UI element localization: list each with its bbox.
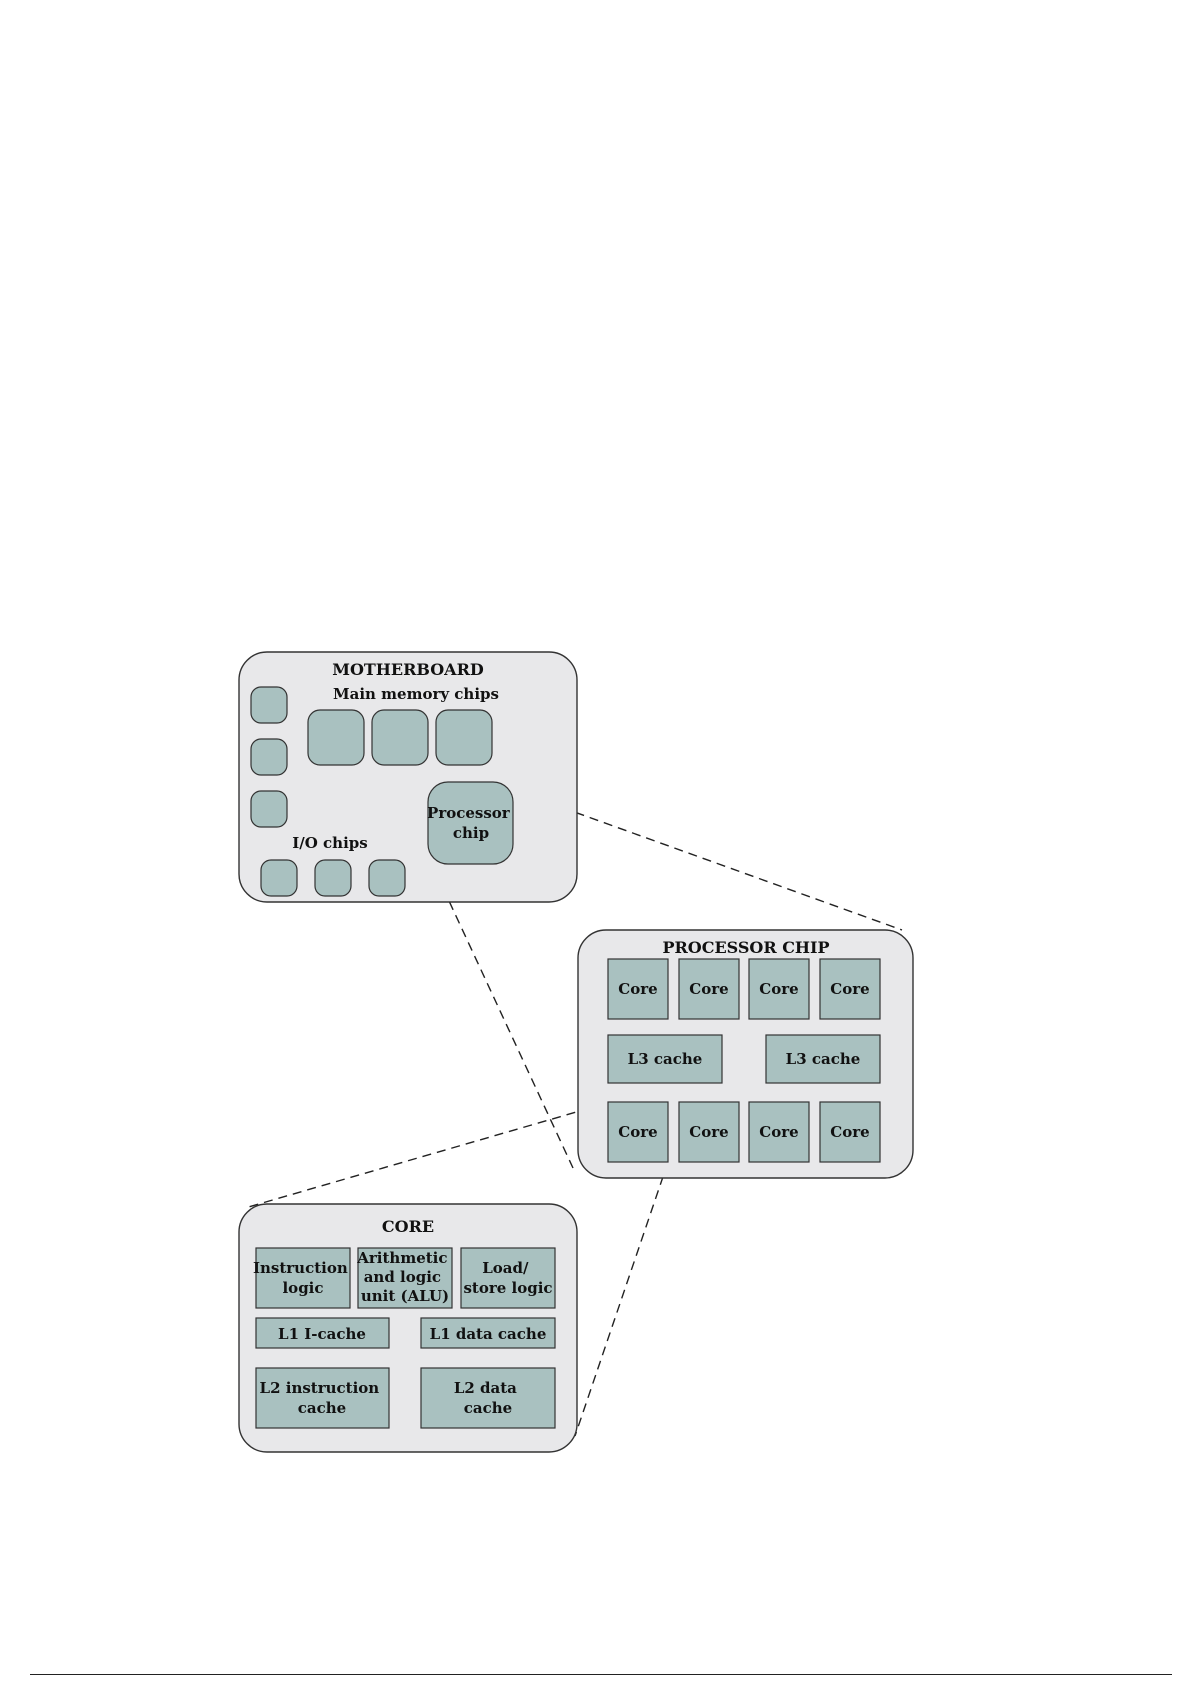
l2-icache-box	[256, 1368, 389, 1428]
io-chips-label: I/O chips	[292, 834, 367, 852]
core-label: Core	[830, 1123, 869, 1141]
io-chip-3	[369, 860, 405, 896]
l2-dcache-box	[421, 1368, 555, 1428]
core-panel: CORE Instruction logic Arithmetic and lo…	[239, 1204, 577, 1452]
core-label: Core	[830, 980, 869, 998]
core-label: Core	[689, 980, 728, 998]
side-chip-1	[251, 687, 287, 723]
core-label: Core	[689, 1123, 728, 1141]
main-memory-label: Main memory chips	[333, 685, 499, 703]
l1-dcache-label: L1 data cache	[430, 1325, 547, 1343]
page-bottom-rule	[30, 1674, 1172, 1675]
io-chip-2	[315, 860, 351, 896]
l3-cache-label: L3 cache	[786, 1050, 861, 1068]
side-chip-2	[251, 739, 287, 775]
zoom-line-core-right	[575, 1162, 668, 1436]
motherboard-panel: MOTHERBOARD Main memory chips Processor …	[239, 652, 577, 902]
core-label: Core	[759, 980, 798, 998]
alu-label: Arithmetic and logic unit (ALU)	[356, 1249, 452, 1305]
load-store-box	[461, 1248, 555, 1308]
processor-chip-panel: PROCESSOR CHIP Core Core Core Core L3 ca…	[578, 930, 913, 1178]
l1-icache-label: L1 I-cache	[278, 1325, 366, 1343]
instruction-logic-box	[256, 1248, 350, 1308]
processor-chip	[428, 782, 513, 864]
side-chip-3	[251, 791, 287, 827]
core-label: Core	[618, 980, 657, 998]
io-chip-1	[261, 860, 297, 896]
memory-chip-1	[308, 710, 364, 765]
motherboard-title: MOTHERBOARD	[332, 660, 484, 679]
zoom-line-mb-bottom	[443, 888, 573, 1168]
memory-chip-3	[436, 710, 492, 765]
processor-chip-title: PROCESSOR CHIP	[662, 938, 829, 957]
core-label: Core	[618, 1123, 657, 1141]
l3-cache-label: L3 cache	[628, 1050, 703, 1068]
core-title: CORE	[382, 1217, 434, 1236]
core-label: Core	[759, 1123, 798, 1141]
memory-chip-2	[372, 710, 428, 765]
